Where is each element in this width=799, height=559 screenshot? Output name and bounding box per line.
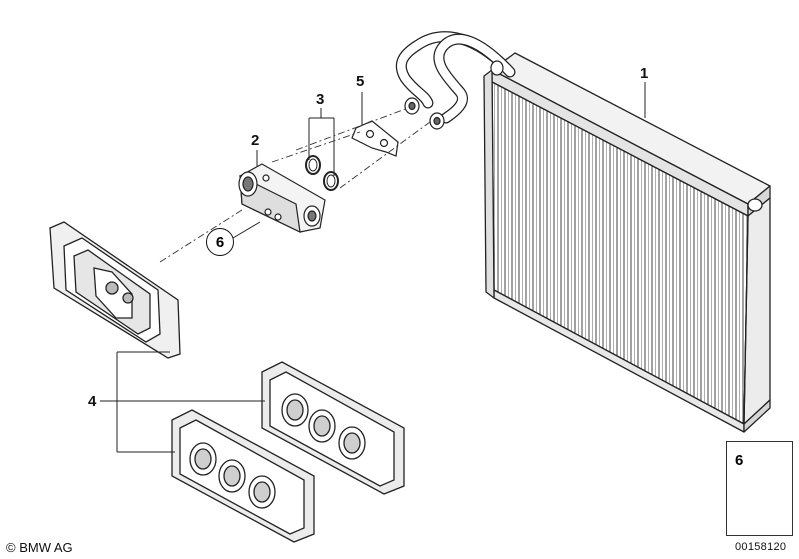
grommet-small-front (171, 409, 315, 543)
pipe-fittings (404, 60, 504, 130)
grommet-large (49, 221, 181, 359)
grommet-small-back (261, 361, 405, 495)
leader-lines (100, 82, 646, 453)
copyright-text: © BMW AG (6, 540, 73, 555)
callout-4: 4 (88, 393, 97, 410)
callout-2: 2 (251, 132, 260, 149)
heater-core (483, 52, 771, 433)
callout-3: 3 (316, 91, 325, 108)
gasket-plate (351, 120, 399, 157)
callout-6-circled: 6 (206, 228, 234, 256)
callout-1: 1 (640, 65, 649, 82)
assembly-axis-lines (159, 107, 431, 263)
expansion-valve (238, 163, 326, 234)
detail-box: 6 (726, 441, 793, 536)
coolant-pipes (395, 31, 516, 124)
callout-5: 5 (356, 73, 365, 90)
catalog-number: 00158120 (735, 541, 787, 553)
o-rings (305, 155, 339, 191)
detail-label: 6 (735, 452, 744, 469)
